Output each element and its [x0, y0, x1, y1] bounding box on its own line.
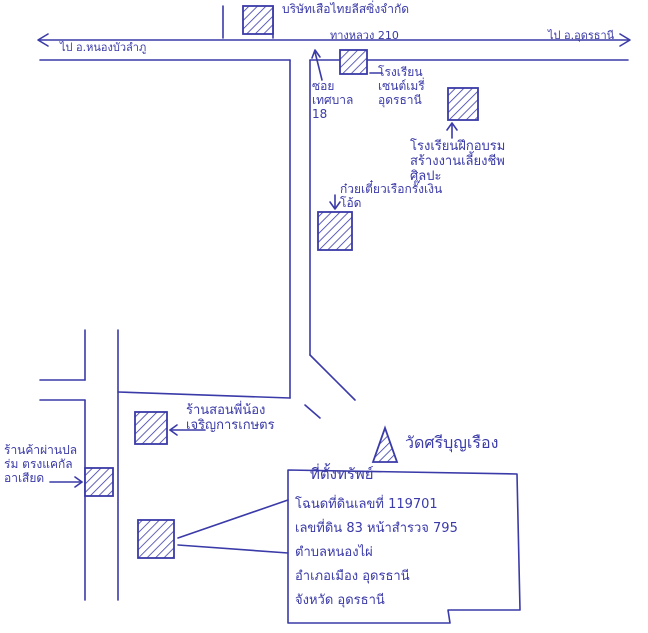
target-building-icon — [137, 519, 175, 559]
target-line-2: เลขที่ดิน 83 หน้าสำรวจ 795 — [295, 521, 458, 536]
target-line-5: จังหวัด อุดรธานี — [295, 593, 385, 608]
temple-label: วัดศรีบุญเรือง — [405, 433, 499, 452]
farm-store-building-icon — [134, 411, 168, 445]
to-left-label: ไป อ.หนองบัวลำภู — [60, 41, 147, 54]
soi-road — [39, 59, 356, 419]
target-line-4: อำเภอเมือง อุดรธานี — [295, 569, 410, 584]
right-arrow-icon — [619, 33, 631, 47]
church-school-building-icon — [447, 87, 479, 121]
noodle-shop-building-icon — [317, 211, 353, 251]
company-label: บริษัทเสือไทยลีสซิ่งจำกัด — [282, 2, 410, 16]
mobile-shop-label: ร้านค้าผ่านปลร่ม ตรงแคกัล อาเสียด — [4, 443, 78, 485]
left-arrow-icon — [37, 33, 49, 47]
triangle-temple-icon — [371, 425, 399, 463]
target-info-box — [287, 469, 521, 624]
mobile-shop-building-icon — [84, 467, 114, 497]
highway-label: ทางหลวง 210 — [330, 29, 399, 42]
to-right-label: ไป อ.อุดรธานี — [548, 29, 615, 42]
noodle-shop-label: ก๋วยเตี๋ยวเรือกรั๊งเงินโอ้ด — [340, 182, 443, 210]
target-line-3: ตำบลหนองไผ่ — [295, 545, 373, 560]
farm-store-arrow-icon — [169, 424, 206, 436]
church-school-arrow-icon — [446, 122, 458, 139]
target-title: ที่ตั้งทรัพย์ — [310, 465, 374, 483]
soi-label: ซอยเทศบาล 18 — [312, 79, 354, 121]
farm-store-label: ร้านสอนพี่น้องเจริญการเกษตร — [186, 403, 275, 433]
target-line-1: โฉนดที่ดินเลขที่ 119701 — [295, 497, 438, 512]
school-building-icon — [339, 49, 368, 75]
soi-arrow-icon — [311, 49, 323, 81]
noodle-shop-arrow-icon — [329, 194, 341, 210]
mobile-shop-arrow-icon — [49, 476, 83, 488]
company-building-icon — [242, 5, 274, 35]
church-school-label: โรงเรียนฝึกอบรม สร้างงานเลี้ยงชีพ ศิลปะ — [410, 139, 506, 184]
target-connector — [177, 499, 289, 554]
school-label: โรงเรียนเซนต์เมรี่ อุดรธานี — [378, 65, 425, 107]
lower-roads — [39, 329, 119, 601]
